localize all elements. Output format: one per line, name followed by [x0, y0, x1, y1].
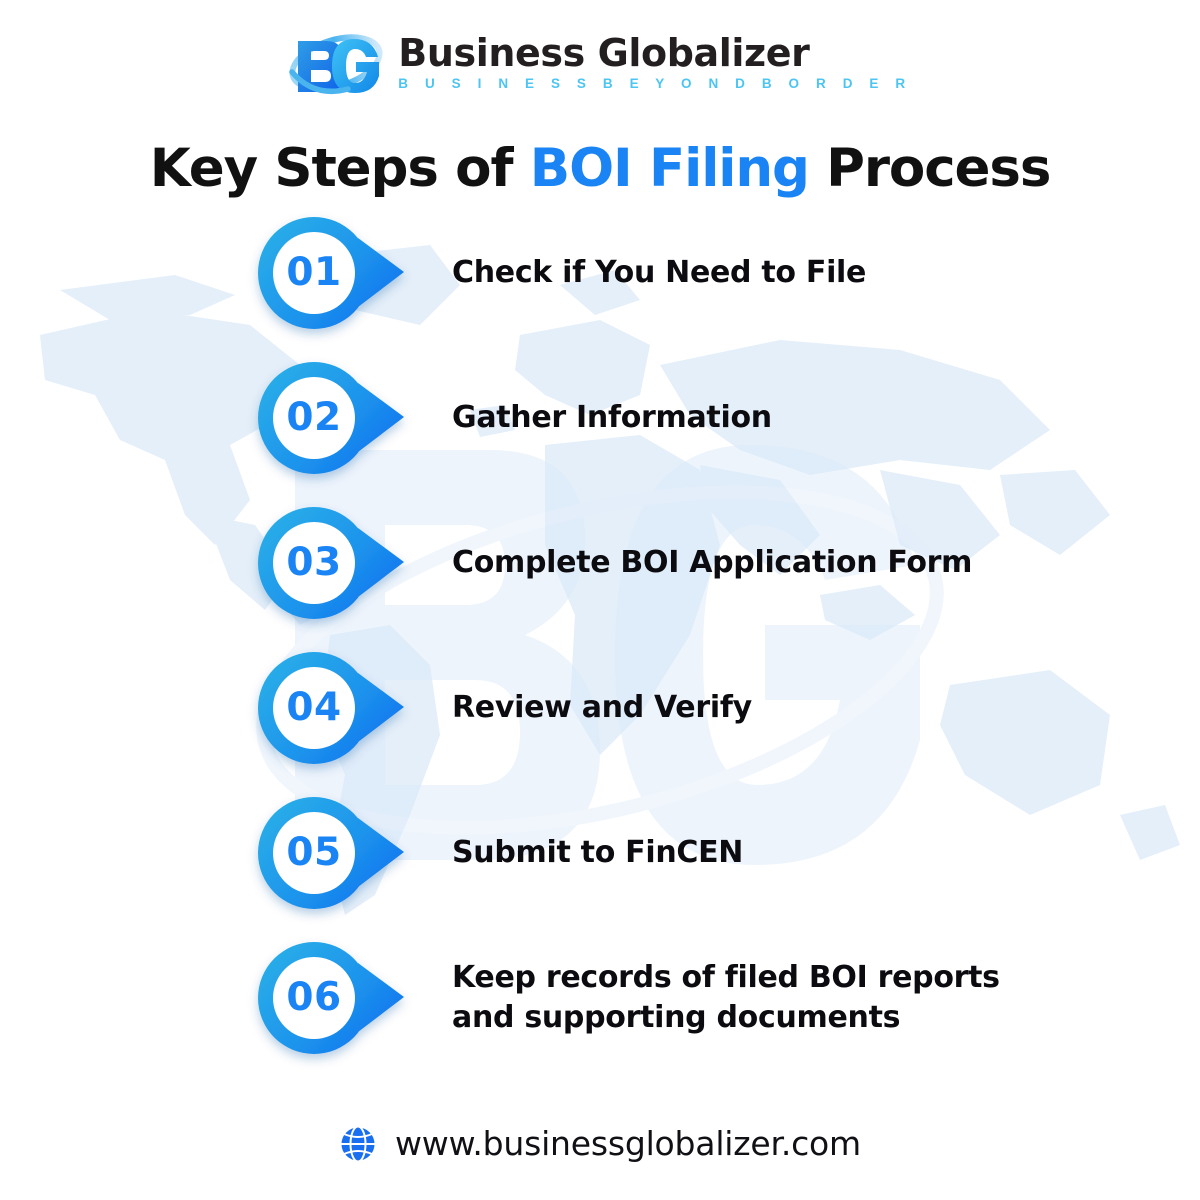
step-number: 03 — [286, 540, 342, 585]
site-footer: www.businessglobalizer.com — [0, 1124, 1200, 1163]
page-title-accent: BOI Filing — [529, 137, 810, 199]
step-number: 01 — [286, 250, 342, 295]
step-row: 02 Gather Information — [0, 345, 1200, 490]
page-title: Key Steps of BOI Filing Process — [0, 137, 1200, 199]
site-url[interactable]: www.businessglobalizer.com — [394, 1124, 861, 1163]
step-number: 06 — [286, 975, 342, 1020]
step-badge-04[interactable]: 04 — [258, 649, 418, 767]
steps-list: 01 Check if You Need to File 02 Gather Info… — [0, 200, 1200, 1070]
step-row: 06 Keep records of filed BOI reports and … — [0, 925, 1200, 1070]
step-label: Review and Verify — [452, 689, 752, 725]
step-badge-06[interactable]: 06 — [258, 939, 418, 1057]
step-row: 04 Review and Verify — [0, 635, 1200, 780]
globe-icon — [339, 1125, 377, 1162]
step-badge-05[interactable]: 05 — [258, 794, 418, 912]
step-badge-shape-icon — [258, 941, 404, 1054]
step-label: Complete BOI Application Form — [452, 544, 973, 580]
brand-name: Business Globalizer — [398, 30, 810, 75]
step-row: 05 Submit to FinCEN — [0, 780, 1200, 925]
step-label: Submit to FinCEN — [452, 834, 744, 870]
step-number: 05 — [286, 830, 342, 875]
step-number: 02 — [286, 395, 342, 440]
page-title-part-2: Process — [808, 137, 1051, 199]
brand-tagline: B U S I N E S S B E Y O N D B O R D E R — [398, 76, 912, 92]
step-label: Keep records of filed BOI reports and su… — [452, 959, 1000, 1035]
bg-monogram-logo-icon — [289, 34, 383, 95]
step-badge-01[interactable]: 01 — [258, 214, 418, 332]
page-title-part-1: Key Steps of — [149, 137, 530, 199]
step-badge-03[interactable]: 03 — [258, 504, 418, 622]
brand-text-block: Business Globalizer B U S I N E S S B E … — [398, 32, 911, 93]
brand-header: Business Globalizer B U S I N E S S B E … — [0, 26, 1200, 98]
step-row: 03 Complete BOI Application Form — [0, 490, 1200, 635]
step-label: Gather Information — [452, 399, 772, 435]
step-badge-shape-icon — [258, 216, 404, 329]
step-row: 01 Check if You Need to File — [0, 200, 1200, 345]
step-badge-02[interactable]: 02 — [258, 359, 418, 477]
step-number: 04 — [286, 685, 342, 730]
step-label: Check if You Need to File — [452, 254, 867, 290]
